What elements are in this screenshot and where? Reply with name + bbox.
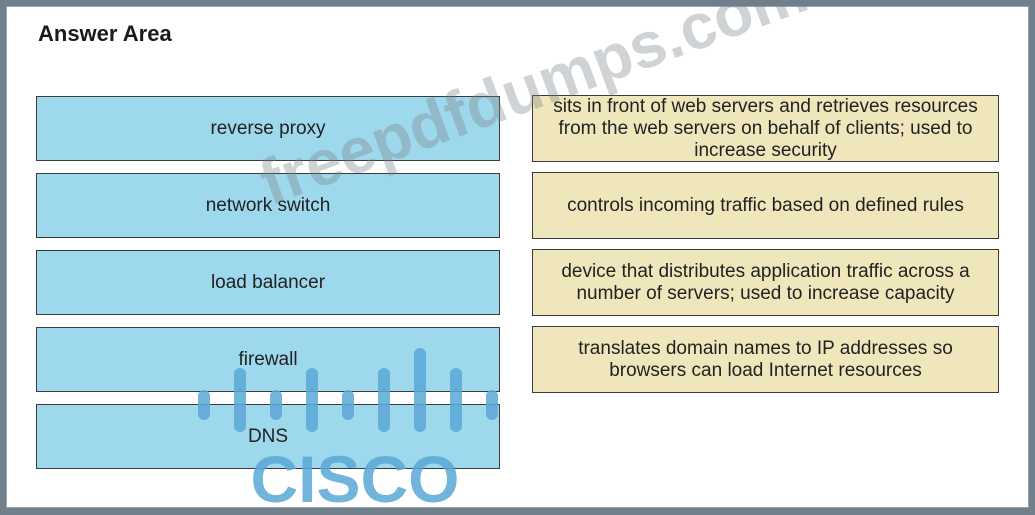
definition-text: device that distributes application traf… — [561, 260, 970, 304]
term-firewall[interactable]: firewall — [36, 327, 500, 392]
term-label: network switch — [205, 194, 331, 216]
term-load-balancer[interactable]: load balancer — [36, 250, 500, 315]
term-label: DNS — [247, 425, 289, 447]
definition-box-1[interactable]: sits in front of web servers and retriev… — [532, 95, 999, 162]
term-reverse-proxy[interactable]: reverse proxy — [36, 96, 500, 161]
definition-text: sits in front of web servers and retriev… — [553, 95, 978, 161]
term-label: load balancer — [210, 271, 326, 293]
definition-box-4[interactable]: translates domain names to IP addresses … — [532, 326, 999, 393]
answer-area-panel: Answer Area reverse proxy network switch… — [6, 6, 1029, 508]
term-label: reverse proxy — [210, 117, 326, 139]
term-network-switch[interactable]: network switch — [36, 173, 500, 238]
definition-text: translates domain names to IP addresses … — [578, 337, 953, 381]
definition-text: controls incoming traffic based on defin… — [567, 194, 964, 216]
answer-area-title: Answer Area — [38, 21, 172, 46]
term-dns[interactable]: DNS — [36, 404, 500, 469]
term-label: firewall — [238, 348, 298, 370]
definition-box-2[interactable]: controls incoming traffic based on defin… — [532, 172, 999, 239]
definition-box-3[interactable]: device that distributes application traf… — [532, 249, 999, 316]
